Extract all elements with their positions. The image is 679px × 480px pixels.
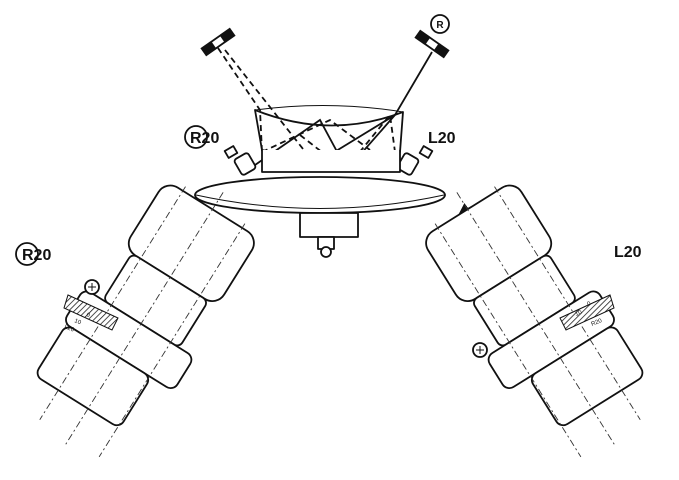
svg-text:R20: R20 xyxy=(591,318,604,328)
svg-text:0: 0 xyxy=(587,301,593,308)
svg-text:0: 0 xyxy=(85,312,91,319)
left-flash-label: L20 xyxy=(428,130,456,147)
right-flash-label: R20 xyxy=(184,125,219,149)
center-unit: R xyxy=(184,14,456,258)
svg-text:10: 10 xyxy=(575,310,584,318)
svg-text:L20: L20 xyxy=(63,324,75,334)
left-mini-flash xyxy=(223,145,257,176)
receiver-badge: R xyxy=(430,14,450,34)
svg-text:R20: R20 xyxy=(190,130,219,147)
left-head-label: R20 xyxy=(15,242,51,266)
lens-plate xyxy=(194,176,446,214)
left-rotation-scale: 0 10 L20 xyxy=(63,294,119,334)
screw-icon xyxy=(472,342,488,358)
svg-text:R20: R20 xyxy=(22,247,51,264)
lens-mount xyxy=(299,212,359,258)
left-flash-head xyxy=(36,184,255,458)
screw-icon xyxy=(84,279,100,295)
right-mini-flash xyxy=(396,145,434,176)
satellite-receiver-icon xyxy=(414,29,450,59)
svg-text:10: 10 xyxy=(73,318,82,326)
satellite-icon xyxy=(200,27,236,57)
right-flash-head xyxy=(425,184,644,458)
svg-text:R: R xyxy=(436,20,444,31)
right-rotation-scale: 0 10 R20 xyxy=(559,294,615,331)
right-head-label: L20 xyxy=(614,244,642,261)
